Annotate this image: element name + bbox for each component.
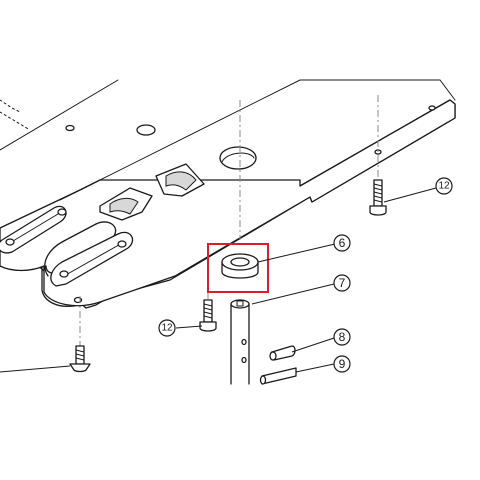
screw-left-head xyxy=(199,321,217,332)
callout-7-label: 7 xyxy=(339,276,346,290)
callout-12-right-circle xyxy=(435,177,453,195)
slot-left-hole-b xyxy=(57,208,67,216)
callout-12-left-circle xyxy=(158,319,176,337)
plate-hole-center xyxy=(136,124,156,136)
upper-plate xyxy=(0,79,119,151)
bushing-bore xyxy=(230,257,250,267)
upper-plate-edge xyxy=(0,79,119,151)
callout-12-left: 12 xyxy=(158,319,176,337)
callout-9: 9 xyxy=(333,355,351,373)
pin-end xyxy=(269,351,277,361)
part-8-pin xyxy=(269,345,296,361)
leader-8 xyxy=(291,337,335,353)
callout-8-circle xyxy=(333,328,351,346)
shaft-slot xyxy=(236,300,244,307)
callout-6-label: 6 xyxy=(339,236,346,250)
leader-9 xyxy=(295,363,335,373)
base-plate xyxy=(0,79,456,309)
slot-right-hole-a xyxy=(59,270,69,278)
callout-12-left-label: 12 xyxy=(161,323,173,334)
callout-9-label: 9 xyxy=(339,357,346,371)
plate-hole-large xyxy=(219,146,257,170)
shaft-body xyxy=(230,303,250,385)
cutout-finger-right-shade xyxy=(165,171,197,191)
cutout-finger-left-shade xyxy=(109,197,139,215)
shaft-hole-b xyxy=(241,356,247,364)
plate-hole-large-inner xyxy=(221,152,255,163)
part-7-shaft xyxy=(230,299,250,385)
screw-bottom-threads xyxy=(75,349,85,361)
screw-bottom-leader xyxy=(0,365,71,373)
callout-8: 8 xyxy=(333,328,351,346)
screw-bottom-head xyxy=(69,363,91,373)
callout-7: 7 xyxy=(333,274,351,292)
screw-left-shank xyxy=(203,299,213,323)
callout-8-label: 8 xyxy=(339,330,346,344)
upper-plate-hole xyxy=(65,124,75,132)
slot-right-hole-b xyxy=(117,240,127,248)
slot-right-inner xyxy=(63,241,125,277)
slot-left xyxy=(0,205,67,254)
rod-end xyxy=(259,375,267,385)
callout-7-circle xyxy=(333,274,351,292)
callout-6: 6 xyxy=(333,234,351,252)
screw-left xyxy=(199,299,217,332)
plate-hole-small-far-right xyxy=(428,105,436,111)
slot-left-hole-a xyxy=(5,238,15,246)
rod-body xyxy=(261,367,297,385)
callout-12-right: 12 xyxy=(435,177,453,195)
screw-right-head xyxy=(369,205,387,216)
leader-6 xyxy=(257,243,336,263)
leader-7 xyxy=(251,283,335,305)
base-plate-far-edge xyxy=(59,79,456,201)
screw-left-threads xyxy=(203,303,213,319)
leader-12a xyxy=(383,187,437,203)
leader-12b xyxy=(175,325,203,329)
screw-right xyxy=(369,179,387,216)
part-6-bushing xyxy=(207,243,269,293)
slot-left-inner xyxy=(7,213,59,245)
shaft-top xyxy=(230,299,250,309)
shaft-hole-a xyxy=(241,338,247,346)
callout-9-circle xyxy=(333,355,351,373)
slot-right xyxy=(50,231,134,287)
callout-12-right-label: 12 xyxy=(438,181,450,192)
upper-plate-hidden-edge xyxy=(0,99,21,113)
upper-plate-hidden-edge-2 xyxy=(0,111,31,131)
screw-right-threads xyxy=(373,183,383,203)
leader-lines xyxy=(175,187,437,373)
part-9-rod xyxy=(259,367,297,385)
screw-bottom xyxy=(0,345,91,373)
part-6-highlight-box xyxy=(207,243,269,293)
callout-6-circle xyxy=(333,234,351,252)
